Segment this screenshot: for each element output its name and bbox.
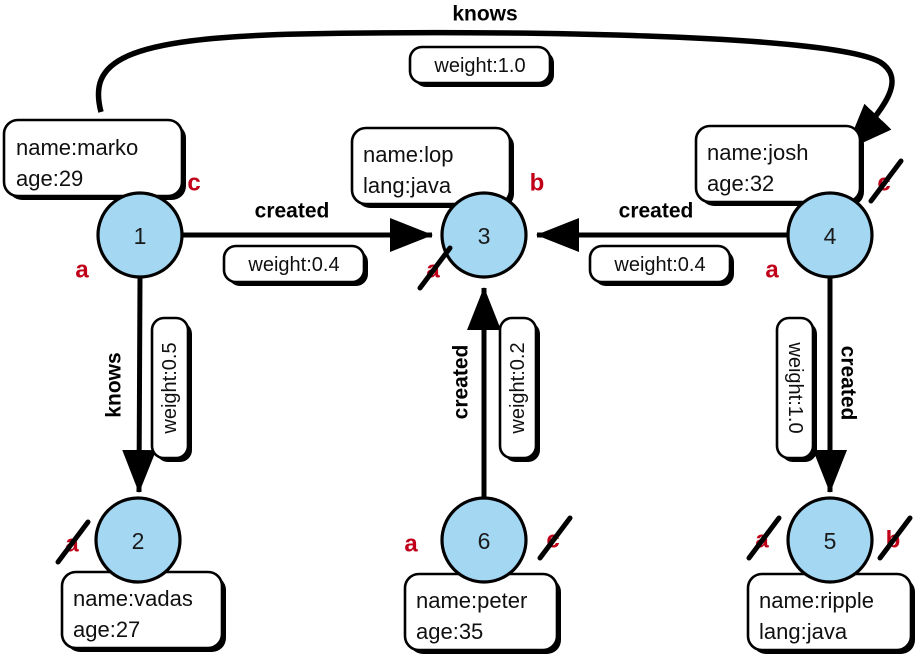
node-id-label: 3	[478, 223, 491, 249]
strikethrough-icon	[55, 519, 91, 565]
weight-text: weight:0.5	[159, 342, 181, 434]
prop-box-node-5: name:ripple lang:java	[746, 572, 915, 654]
node-id-label: 5	[824, 528, 837, 554]
edge-label-created-1-3: created	[255, 200, 330, 223]
node-circle[interactable]	[94, 496, 182, 584]
node-3[interactable]: 3	[440, 191, 528, 279]
annotation-node-3-a-struck: a	[417, 245, 453, 291]
node-circle[interactable]	[440, 496, 528, 584]
annotation-letter: a	[404, 531, 418, 558]
annotation-node-4-a: a	[764, 255, 780, 284]
weight-text: weight:1.0	[433, 55, 525, 77]
annotation-node-6-a: a	[403, 529, 419, 558]
prop-line: lang:java	[363, 173, 452, 198]
edge-weight-knows-1-2: weight:0.5	[150, 316, 192, 462]
edge-label-created-4-3: created	[619, 200, 694, 223]
strikethrough-icon	[868, 158, 904, 204]
edge-weight-knows-1-4: weight:1.0	[408, 45, 554, 87]
strikethrough-icon	[877, 515, 913, 561]
prop-box-node-6: name:peter age:35	[403, 572, 561, 654]
weight-text: weight:0.4	[247, 254, 339, 276]
prop-box-node-1: name:marko age:29	[2, 118, 186, 200]
prop-line: name:lop	[363, 142, 454, 167]
annotation-node-4-c-struck: c	[868, 158, 904, 204]
edge-weight-created-6-3: weight:0.2	[498, 316, 540, 462]
edge-path-knows-1-4	[95, 29, 895, 152]
prop-line: name:ripple	[759, 588, 874, 613]
weight-text: weight:0.2	[507, 342, 529, 434]
edge-label-created-6-3: created	[450, 345, 473, 420]
prop-line: name:josh	[707, 140, 809, 165]
node-id-label: 1	[134, 223, 147, 249]
annotation-node-6-c-struck: c	[537, 515, 573, 561]
prop-line: age:27	[73, 617, 140, 642]
node-id-label: 2	[132, 528, 145, 554]
prop-box-node-3: name:lop lang:java	[350, 126, 514, 208]
node-6[interactable]: 6	[440, 496, 528, 584]
node-circle[interactable]	[786, 496, 874, 584]
edge-path-knows-1-2	[122, 276, 157, 493]
node-5[interactable]: 5	[786, 496, 874, 584]
annotation-letter: c	[187, 170, 200, 197]
node-circle[interactable]	[440, 191, 528, 279]
edge-label-knows-1-2: knows	[103, 352, 126, 417]
node-4[interactable]: 4	[786, 191, 874, 279]
annotation-letter: a	[75, 257, 89, 284]
annotation-node-5-a-struck: a	[746, 515, 782, 561]
annotation-node-3-b: b	[529, 168, 546, 197]
edge-label-knows-1-4: knows	[452, 3, 517, 26]
strikethrough-icon	[417, 245, 453, 291]
annotation-letter: b	[530, 170, 545, 197]
prop-line: name:peter	[416, 588, 527, 613]
node-circle[interactable]	[96, 191, 184, 279]
prop-box-node-2: name:vadas age:27	[60, 570, 226, 652]
strikethrough-icon	[537, 515, 573, 561]
annotation-node-2-a-struck: a	[55, 519, 91, 565]
prop-line: lang:java	[759, 619, 848, 644]
annotation-node-1-a: a	[74, 255, 90, 284]
node-id-label: 4	[824, 223, 837, 249]
prop-line: age:29	[16, 166, 83, 191]
weight-text: weight:1.0	[784, 341, 806, 433]
edge-weight-created-4-5: weight:1.0	[775, 316, 817, 462]
node-id-label: 6	[478, 528, 491, 554]
node-circle[interactable]	[786, 191, 874, 279]
prop-line: age:32	[707, 171, 774, 196]
node-2[interactable]: 2	[94, 496, 182, 584]
edge-knows-1-4	[95, 29, 895, 152]
node-1[interactable]: 1	[96, 191, 184, 279]
annotation-letter: a	[765, 257, 779, 284]
edge-weight-created-1-3: weight:0.4	[222, 244, 368, 286]
edge-knows-1-2	[122, 276, 157, 493]
annotation-node-1-c: c	[186, 168, 202, 197]
prop-line: name:vadas	[73, 586, 193, 611]
annotation-node-5-b-struck: b	[877, 515, 913, 561]
edge-weight-created-4-3: weight:0.4	[588, 244, 734, 286]
strikethrough-icon	[746, 515, 782, 561]
weight-text: weight:0.4	[613, 254, 705, 276]
prop-line: name:marko	[16, 135, 138, 160]
prop-box-node-4: name:josh age:32	[694, 124, 864, 206]
edge-label-created-4-5: created	[837, 346, 860, 421]
prop-line: age:35	[416, 619, 483, 644]
